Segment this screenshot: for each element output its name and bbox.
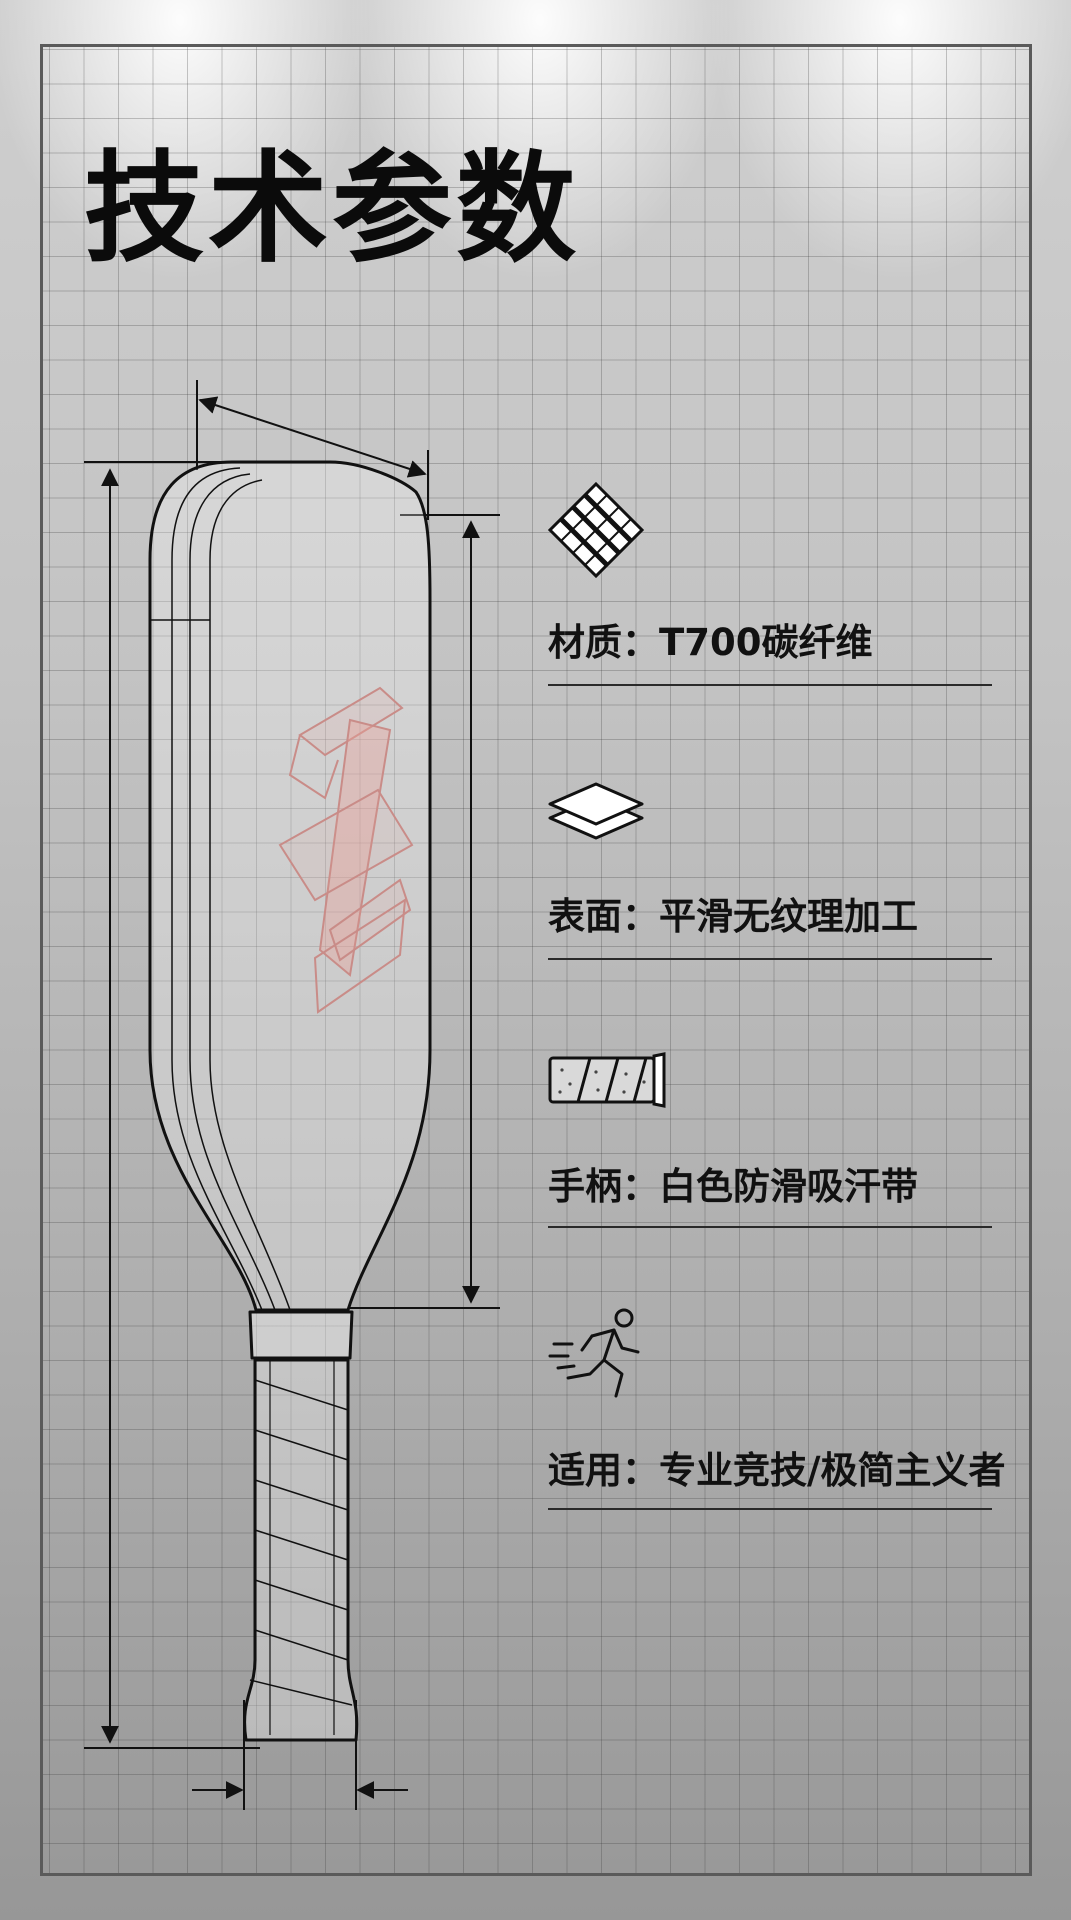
spec-material-label: 材质：T700碳纤维: [548, 621, 873, 664]
grid-board: [40, 44, 1032, 1876]
grip-tape-icon: [548, 1052, 666, 1108]
face-height-dimension: [350, 514, 500, 1309]
layered-surface-icon: [548, 782, 644, 840]
spec-handle-label: 手柄：白色防滑吸汗带: [548, 1165, 918, 1208]
page-title: 技术参数: [84, 140, 580, 279]
divider: [548, 1508, 992, 1510]
spec-surface-label: 表面：平滑无纹理加工: [548, 895, 918, 938]
spec-usage-label: 适用：专业竞技/极简主义者: [548, 1449, 1006, 1492]
width-dimension: [196, 380, 429, 520]
divider: [548, 684, 992, 686]
paddle-body: [148, 460, 432, 1742]
divider: [548, 1226, 992, 1228]
paddle-logo: [278, 686, 414, 1014]
woven-carbon-icon: [548, 482, 644, 578]
divider: [548, 958, 992, 960]
runner-icon: [548, 1308, 640, 1398]
